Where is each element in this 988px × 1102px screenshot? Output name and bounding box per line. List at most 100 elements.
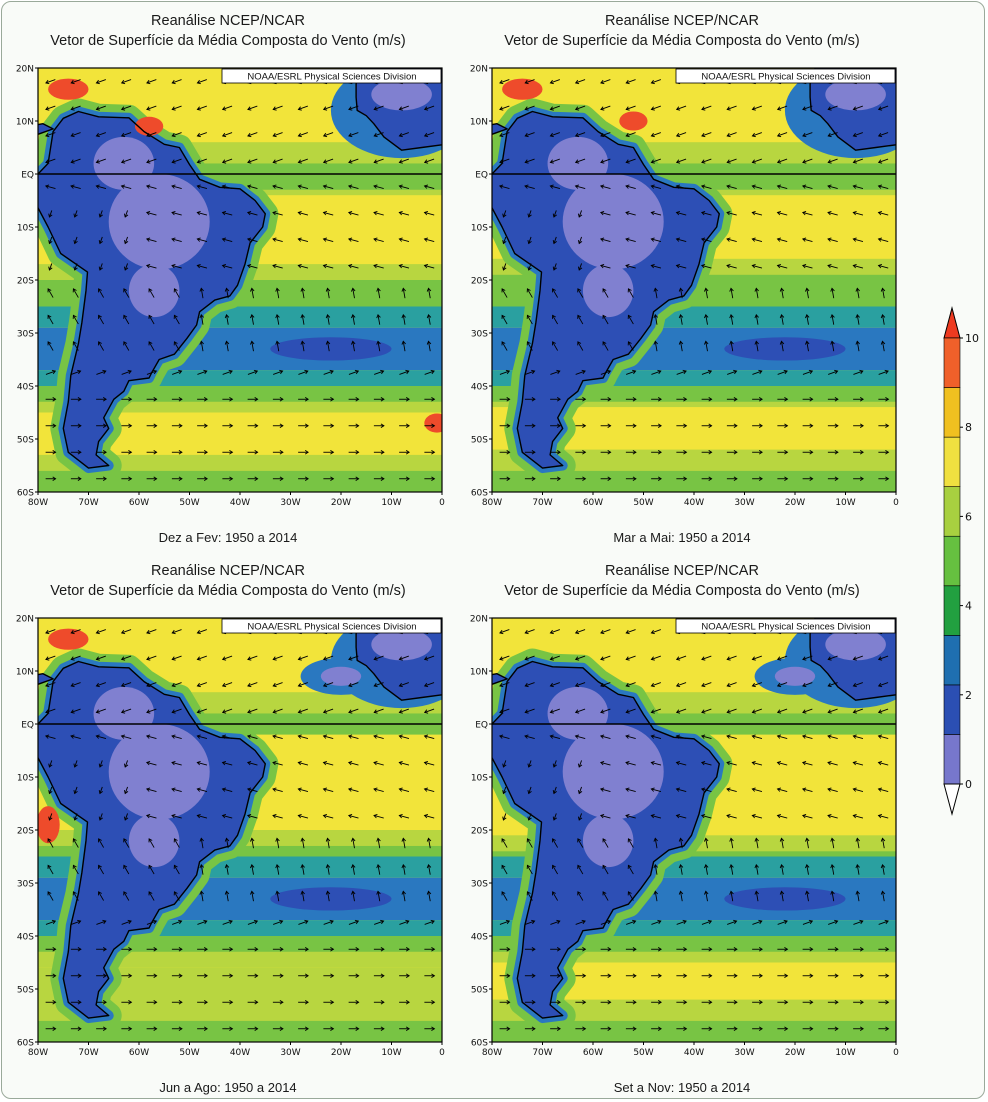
wind-arrow [575,450,587,455]
wind-arrow [827,760,838,766]
lon-tick-label: 20W [785,498,805,508]
wind-arrow [123,838,130,848]
continent-field [38,673,54,685]
wind-arrow [779,890,785,902]
wind-arrow [73,813,78,821]
wind-arrow [549,655,560,661]
wind-arrow [275,313,280,325]
wind-arrow [726,655,737,661]
wind-arrow [120,682,132,688]
wind-arrow [804,837,810,849]
wind-arrow [853,397,864,402]
wind-speed-field [38,618,442,1042]
wind-arrow [146,369,158,375]
wind-arrow [776,734,788,739]
continent-field [492,673,508,685]
panel-caption: Set a Nov: 1950 a 2014 [613,1080,751,1095]
wind-arrow [98,813,103,821]
wind-arrow [348,655,359,661]
wind-vectors [44,629,436,1031]
wind-arrow [878,919,889,925]
wind-arrow [171,813,182,819]
wind-arrow [146,79,157,85]
wind-arrow [72,838,79,848]
wind-arrow [880,313,886,325]
lat-tick-label: 20S [17,277,34,287]
panel-title-line1: Reanálise NCEP/NCAR [605,563,759,579]
central-america-coastline [492,123,508,135]
wind-arrow [298,423,309,428]
credit-text: NOAA/ESRL Physical Sciences Division [701,622,870,633]
wind-arrow [70,734,81,739]
wind-arrow [196,210,208,216]
wind-arrow [347,760,359,766]
wind-arrow [272,158,283,164]
wind-arrow [146,476,158,481]
wind-arrow [752,423,763,428]
wind-arrow [801,184,813,189]
wind-arrow [701,655,712,661]
wind-arrow [249,890,255,902]
wind-arrow [171,734,182,739]
wind-arrow [776,263,788,269]
wind-arrow [802,973,814,978]
wind-arrow [48,813,53,821]
wind-arrow [751,813,763,819]
wind-arrow [827,237,838,242]
wind-arrow [625,813,636,819]
wind-arrow [524,947,536,952]
wind-arrow [148,864,155,875]
wind-arrow [502,236,507,245]
wind-arrow [625,787,636,792]
wind-arrow [173,864,180,875]
wind-arrow [880,837,886,849]
wind-arrow [524,397,536,402]
wind-arrow [526,341,533,351]
lon-tick-label: 80W [28,498,48,508]
lon-tick-label: 40W [684,1048,704,1058]
lon-tick-label: 10W [835,498,855,508]
wind-arrow [73,760,78,768]
wind-arrow [729,890,734,902]
lon-tick-label: 10W [381,1048,401,1058]
wind-arrow [574,629,586,635]
wind-arrow [802,1026,814,1031]
wind-arrow [549,79,560,85]
wind-arrow [322,105,334,111]
wind-arrow [221,655,233,661]
wind-arrow [298,947,309,952]
wind-arrow [272,184,283,189]
wind-arrow [44,184,56,189]
wind-arrow [45,947,57,952]
wind-arrow [171,423,183,428]
wind-arrow [524,629,535,635]
wind-arrow [525,369,536,375]
colorbar-min-arrow [943,783,961,816]
wind-arrow [729,340,734,352]
wind-arrow [98,288,105,298]
wind-arrow [323,1026,335,1031]
wind-arrow [45,708,56,714]
wind-arrow [550,450,561,455]
africa-coastline [809,618,896,701]
wind-arrow [625,105,636,111]
lon-tick-label: 70W [532,498,552,508]
wind-arrow [727,369,738,375]
wind-arrow [145,210,157,216]
wind-arrow [827,1000,839,1005]
wind-arrow [852,787,864,792]
wind-arrow [675,263,687,269]
wind-arrow [426,837,432,849]
lat-tick-label: EQ [475,171,488,181]
wind-arrow [323,423,335,428]
wind-arrow [121,450,133,455]
credit-box: NOAA/ESRL Physical Sciences Division [221,68,442,84]
wind-arrow [549,629,560,635]
wind-arrow [123,760,129,768]
credit-box: NOAA/ESRL Physical Sciences Division [675,618,896,634]
wind-arrow [399,476,410,481]
wind-arrow [727,919,738,925]
credit-box: NOAA/ESRL Physical Sciences Division [675,68,896,84]
